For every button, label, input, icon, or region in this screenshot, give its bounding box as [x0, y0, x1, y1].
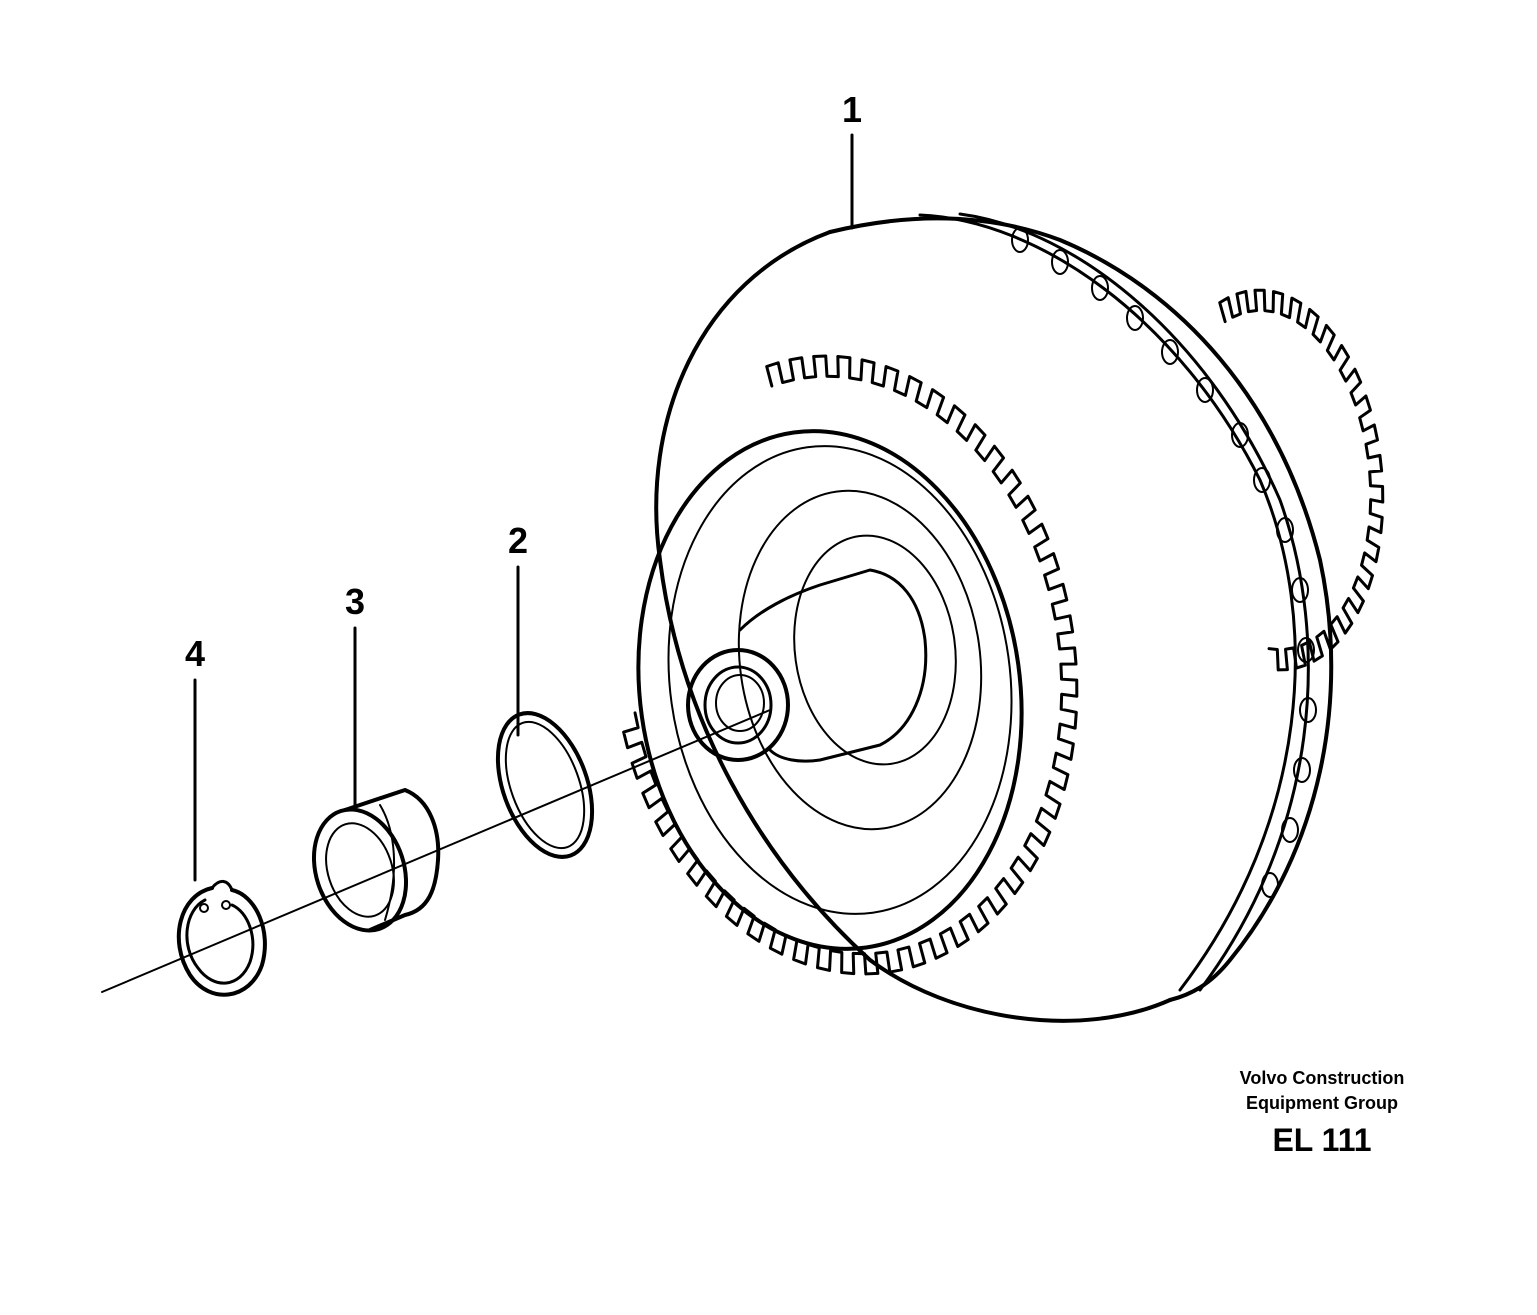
hub-face-inner	[703, 665, 773, 745]
front-gear-teeth	[622, 354, 1079, 976]
housing-outline	[828, 216, 1334, 1002]
housing-slot	[1297, 637, 1315, 663]
housing-band-1	[918, 213, 1297, 992]
housing-slot	[1051, 249, 1069, 275]
housing-slot	[1126, 305, 1144, 331]
inner-disc-2	[667, 445, 1013, 915]
part-4-snap-ring	[176, 880, 267, 997]
housing-slot	[1231, 422, 1249, 448]
housing-slots	[1011, 227, 1317, 898]
hub-bore	[715, 674, 765, 732]
housing-slot	[1299, 697, 1317, 723]
part-2-seal-ring	[495, 711, 595, 859]
part-3-bushing	[311, 788, 441, 933]
callout-4: 4	[184, 633, 206, 674]
assembly-axis	[101, 709, 771, 993]
hub-body	[738, 568, 928, 763]
housing-slot	[1281, 817, 1299, 843]
housing-band-2	[958, 212, 1310, 992]
rear-gear	[1218, 288, 1385, 672]
caption-line-1: Volvo Construction	[1239, 1068, 1405, 1088]
housing-slot	[1161, 339, 1179, 365]
caption-line-2: Equipment Group	[1245, 1093, 1398, 1113]
callout-2: 2	[507, 520, 529, 561]
housing-slot	[1261, 872, 1279, 898]
housing-slot	[1011, 227, 1029, 253]
housing-slot	[1091, 275, 1109, 301]
housing-slot	[1291, 577, 1309, 603]
housing-slot	[1293, 757, 1311, 783]
gear-tooth-path	[1218, 288, 1385, 672]
caption-code: EL 111	[1272, 1122, 1372, 1158]
gear-tooth-path	[622, 354, 1079, 976]
housing-slot	[1276, 517, 1294, 543]
callout-1: 1	[841, 89, 863, 130]
inner-disc-1	[636, 429, 1024, 951]
callout-3: 3	[344, 581, 366, 622]
inner-disc-4	[793, 534, 957, 766]
housing-outer-rim	[654, 230, 1172, 1023]
caption-block: Volvo Construction Equipment Group EL 11…	[1240, 1066, 1405, 1158]
housing-slot	[1196, 377, 1214, 403]
part-1-assembly	[622, 212, 1385, 1023]
hub-face-outer	[686, 648, 790, 762]
inner-disc-3	[737, 489, 983, 831]
housing-slot	[1253, 467, 1271, 493]
